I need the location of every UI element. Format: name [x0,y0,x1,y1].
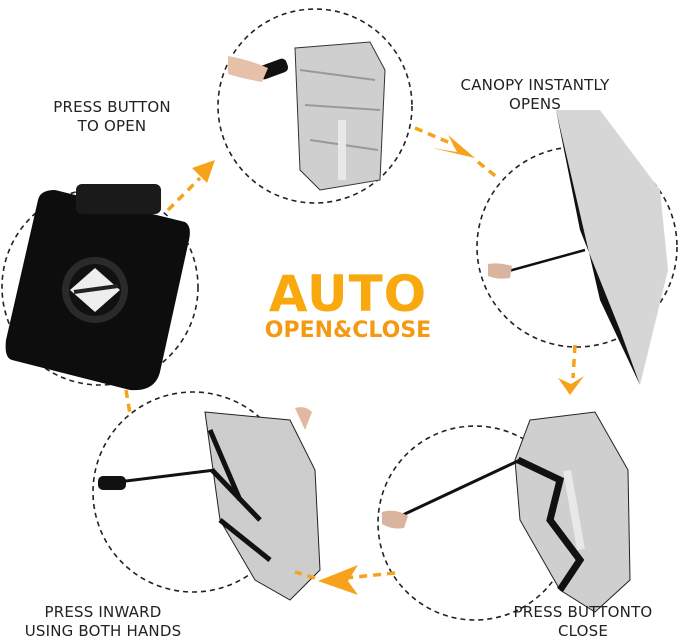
caption-line: PRESS BUTTONTO [513,603,653,621]
caption-line: CLOSE [557,622,609,640]
caption-line: OPENS [508,95,562,113]
arrow-line-2b [476,160,500,180]
arrow-line-3 [571,344,577,379]
arrow-head-left-icon [318,565,358,595]
umbrella-open-image [488,110,668,385]
umbrella-folded-image [228,41,386,191]
step-caption-canopy-opens: CANOPY INSTANTLY OPENS [461,76,610,114]
caption-line: PRESS BUTTON [53,98,171,116]
arrow-line-4b [294,570,316,580]
flow-arrows [124,126,577,580]
umbrella-press-inward-image [98,407,321,601]
step-caption-press-to-close: PRESS BUTTONTO CLOSE [514,603,653,641]
umbrella-closing-image [382,411,631,613]
caption-line: PRESS INWARD [44,603,162,621]
headline-auto: AUTO [268,265,428,323]
arrow-head-down-icon [558,376,584,395]
arrow-line-2 [414,126,456,147]
step-caption-press-inward: PRESS INWARD USING BOTH HANDS [25,603,182,641]
step-circle-open-start [217,8,413,204]
step-caption-press-button: PRESS BUTTON TO OPEN [53,98,171,136]
headline-open-close: OPEN&CLOSE [264,318,432,343]
caption-line: CANOPY INSTANTLY [460,76,610,94]
caption-line: USING BOTH HANDS [24,622,182,640]
arrow-head-down-right-icon [432,135,475,158]
arrow-line-5 [124,389,132,415]
arrow-head-up-right-icon [192,160,215,183]
caption-line: TO OPEN [77,117,147,135]
button-closeup-image [5,184,190,391]
arrow-line-1 [166,176,202,212]
